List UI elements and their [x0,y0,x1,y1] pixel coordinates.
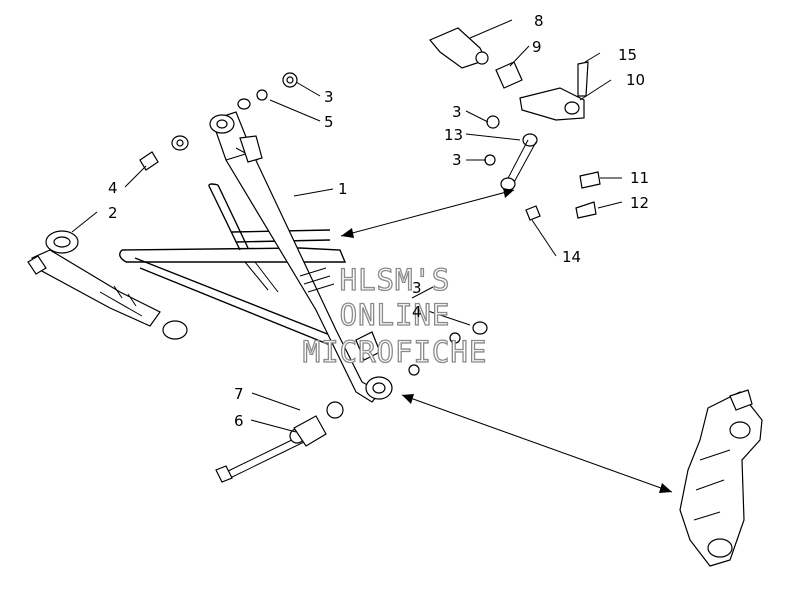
callout-10: 10 [626,71,645,89]
callout-3-upper: 3 [324,88,334,106]
upper-hardware [139,72,298,171]
callout-3-link-bottom: 3 [452,151,462,169]
callout-7: 7 [234,385,244,403]
callout-11: 11 [630,169,649,187]
callout-5: 5 [324,113,334,131]
shock-absorber [209,111,393,403]
watermark-line-1: HLSM'S [340,263,451,297]
callout-2: 2 [108,204,118,222]
callout-labels: 8 9 15 10 3 5 3 13 3 11 12 4 1 2 14 3 4 … [108,12,649,430]
callout-4-upper: 4 [108,179,118,197]
callout-14: 14 [562,248,581,266]
callout-3-lower: 3 [412,279,422,297]
callout-3-link-top: 3 [452,103,462,121]
connection-arrows [340,188,673,493]
watermark: HLSM'S ONLINE MICROFICHE [302,262,488,369]
callout-6: 6 [234,412,244,430]
steering-damper [27,230,188,340]
callout-4-lower: 4 [412,303,422,321]
steering-bracket [679,389,763,567]
callout-1: 1 [338,180,348,198]
linkage-assembly [429,27,601,221]
callout-8: 8 [534,12,544,30]
watermark-line-3: MICROFICHE [303,335,488,369]
leader-lines [71,19,623,433]
watermark-line-2: ONLINE [340,298,451,332]
callout-12: 12 [630,194,649,212]
callout-13: 13 [444,126,463,144]
lower-hardware [215,321,488,483]
a-arm [119,183,347,346]
callout-15: 15 [618,46,637,64]
callout-9: 9 [532,38,542,56]
